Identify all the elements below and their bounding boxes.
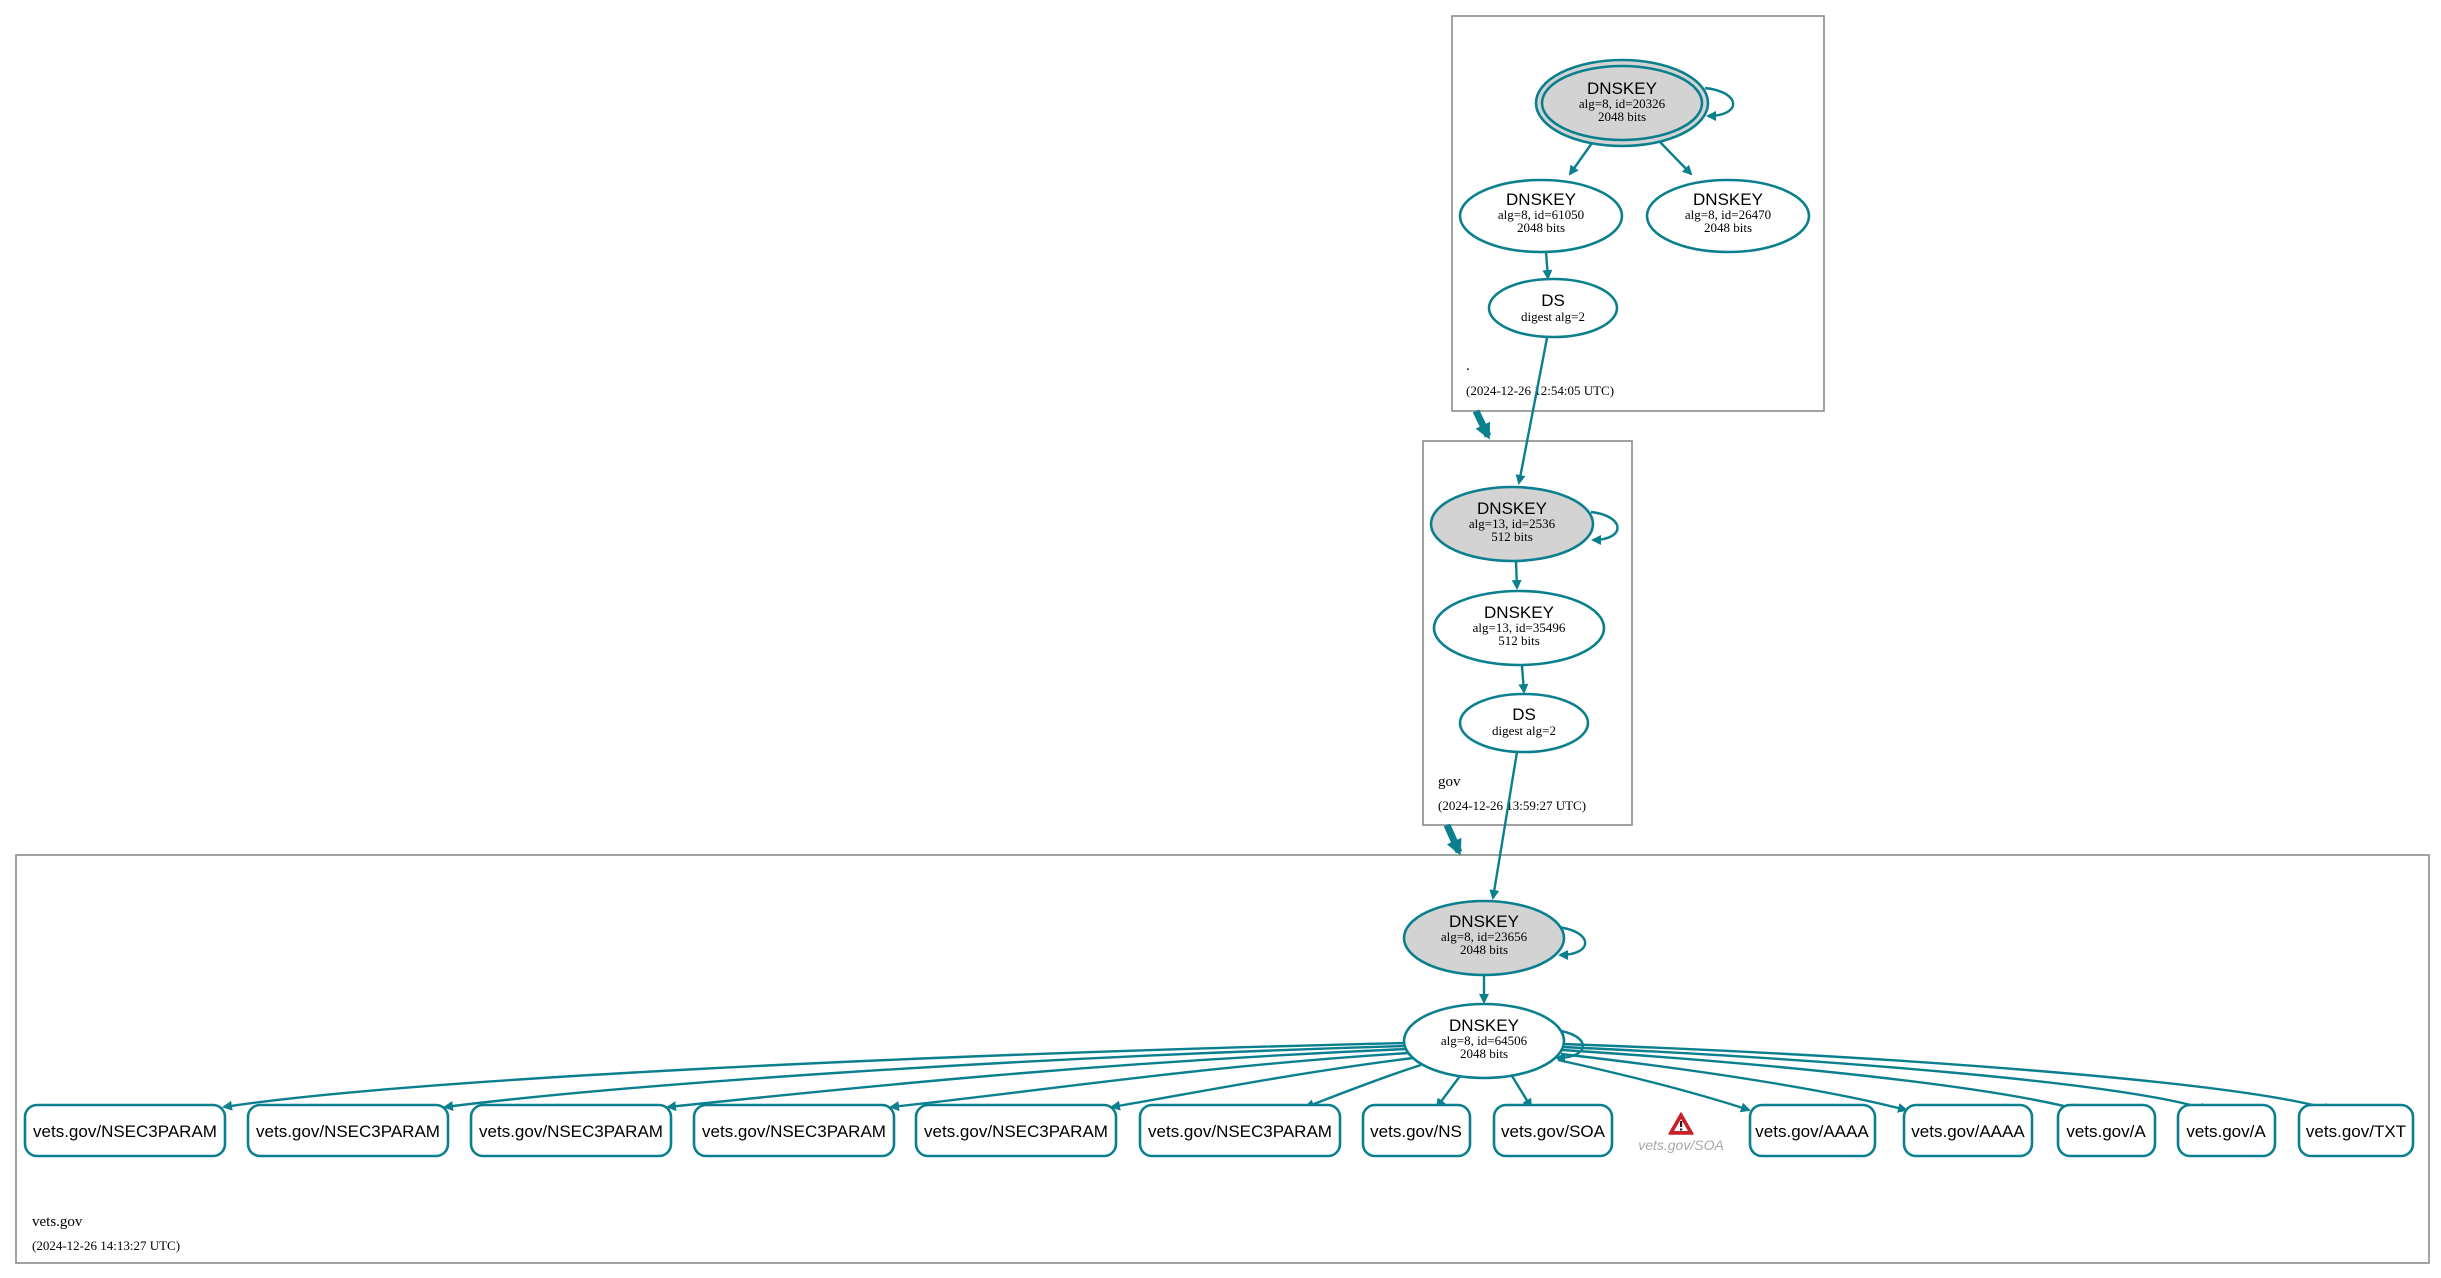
node-vets-ksk[interactable]: DNSKEY alg=8, id=23656 2048 bits xyxy=(1402,899,1566,977)
edge-zsk-rrset-12 xyxy=(1561,1045,2210,1113)
edge-zsk-rrset-11 xyxy=(1561,1048,2082,1113)
node-vets-ksk-line2: 2048 bits xyxy=(1460,942,1508,957)
node-root-ksk-title: DNSKEY xyxy=(1587,79,1657,98)
edge-zsk-rrset-7 xyxy=(1435,1075,1461,1109)
rrset-node[interactable]: vets.gov/AAAA xyxy=(1748,1103,1877,1158)
edge-gov-ds-vets-ksk xyxy=(1489,751,1519,900)
zone-vets-gov-timestamp: (2024-12-26 14:13:27 UTC) xyxy=(32,1238,180,1253)
rrset-label: vets.gov/NSEC3PARAM xyxy=(479,1122,663,1141)
node-root-zsk2-line1: alg=8, id=26470 xyxy=(1685,207,1771,222)
node-gov-zsk-line2: 512 bits xyxy=(1498,633,1540,648)
rrset-node[interactable]: vets.gov/NSEC3PARAM xyxy=(1138,1103,1342,1158)
edge-root-ksk-zsk2 xyxy=(1659,141,1693,176)
rrset-warning-node[interactable]: vets.gov/SOA xyxy=(1638,1112,1724,1153)
node-root-zsk-26470[interactable]: DNSKEY alg=8, id=26470 2048 bits xyxy=(1645,178,1811,254)
rrset-node[interactable]: vets.gov/AAAA xyxy=(1902,1103,2034,1158)
edge-gov-ksk-zsk xyxy=(1511,561,1522,590)
edge-zsk-rrset-8 xyxy=(1510,1075,1533,1109)
rrset-node[interactable]: vets.gov/NSEC3PARAM xyxy=(246,1103,450,1158)
edge-root-ds-gov-ksk xyxy=(1515,337,1549,485)
rrset-label: vets.gov/NSEC3PARAM xyxy=(33,1122,217,1141)
node-vets-ksk-line1: alg=8, id=23656 xyxy=(1441,929,1528,944)
rrset-node[interactable]: vets.gov/SOA xyxy=(1492,1103,1614,1158)
node-root-ds-title: DS xyxy=(1541,291,1565,310)
node-root-zsk2-line2: 2048 bits xyxy=(1704,220,1752,235)
delegation-arrow-root-gov xyxy=(1472,409,1492,440)
node-vets-zsk-title: DNSKEY xyxy=(1449,1016,1519,1035)
zone-root-label: . xyxy=(1466,358,1470,374)
edge-zsk-rrset-9 xyxy=(1557,1058,1751,1113)
node-gov-zsk-title: DNSKEY xyxy=(1484,603,1554,622)
node-root-zsk1-title: DNSKEY xyxy=(1506,190,1576,209)
node-root-ds[interactable]: DS digest alg=2 xyxy=(1487,277,1619,339)
node-root-ksk[interactable]: DNSKEY alg=8, id=20326 2048 bits xyxy=(1534,58,1710,148)
node-gov-zsk[interactable]: DNSKEY alg=13, id=35496 512 bits xyxy=(1432,589,1606,667)
rrset-label: vets.gov/AAAA xyxy=(1755,1122,1869,1141)
edge-zsk-rrset-5 xyxy=(1110,1056,1414,1111)
edge-zsk-rrset-10 xyxy=(1560,1052,1908,1113)
node-gov-ksk-title: DNSKEY xyxy=(1477,499,1547,518)
node-root-ksk-line1: alg=8, id=20326 xyxy=(1579,96,1666,111)
delegation-arrow-gov-vets xyxy=(1443,823,1463,856)
rrset-node[interactable]: vets.gov/NS xyxy=(1361,1103,1472,1158)
rrset-label: vets.gov/NSEC3PARAM xyxy=(1148,1122,1332,1141)
rrset-label: vets.gov/TXT xyxy=(2306,1122,2406,1141)
node-root-zsk-61050[interactable]: DNSKEY alg=8, id=61050 2048 bits xyxy=(1458,178,1624,254)
node-gov-zsk-line1: alg=13, id=35496 xyxy=(1473,620,1566,635)
node-gov-ds-title: DS xyxy=(1512,705,1536,724)
node-gov-ksk[interactable]: DNSKEY alg=13, id=2536 512 bits xyxy=(1429,485,1595,563)
node-root-ds-line1: digest alg=2 xyxy=(1521,309,1585,324)
node-gov-ds-line1: digest alg=2 xyxy=(1492,723,1556,738)
node-root-zsk1-line2: 2048 bits xyxy=(1517,220,1565,235)
edge-gov-zsk-ds xyxy=(1518,665,1529,694)
edge-root-ksk-self xyxy=(1704,86,1735,121)
node-vets-zsk-line1: alg=8, id=64506 xyxy=(1441,1033,1528,1048)
rrset-label: vets.gov/NSEC3PARAM xyxy=(702,1122,886,1141)
edge-zsk-rrset-4 xyxy=(889,1051,1410,1112)
node-gov-ksk-line2: 512 bits xyxy=(1491,529,1533,544)
node-gov-ksk-line1: alg=13, id=2536 xyxy=(1469,516,1556,531)
rrset-label: vets.gov/NS xyxy=(1370,1122,1462,1141)
node-vets-zsk[interactable]: DNSKEY alg=8, id=64506 2048 bits xyxy=(1402,1002,1566,1080)
rrset-label: vets.gov/A xyxy=(2186,1122,2266,1141)
zone-root-timestamp: (2024-12-26 12:54:05 UTC) xyxy=(1466,383,1614,398)
rrset-node[interactable]: vets.gov/A xyxy=(2056,1103,2157,1158)
edge-zsk-rrset-13 xyxy=(1561,1042,2334,1113)
edge-zsk-rrset-2 xyxy=(443,1044,1406,1111)
rrset-label: vets.gov/SOA xyxy=(1501,1122,1606,1141)
rrset-node[interactable]: vets.gov/NSEC3PARAM xyxy=(469,1103,673,1158)
edge-zsk-rrset-6 xyxy=(1304,1063,1422,1109)
edge-zsk-rrset-1 xyxy=(222,1041,1406,1111)
rrset-node[interactable]: vets.gov/TXT xyxy=(2297,1103,2415,1158)
edge-vets-ksk-self xyxy=(1556,925,1587,960)
node-vets-zsk-line2: 2048 bits xyxy=(1460,1046,1508,1061)
edge-gov-ksk-self xyxy=(1590,510,1619,545)
rrset-node[interactable]: vets.gov/A xyxy=(2176,1103,2277,1158)
edge-root-zsk1-ds xyxy=(1542,251,1553,280)
node-gov-ds[interactable]: DS digest alg=2 xyxy=(1458,692,1590,754)
rrset-warning-label: vets.gov/SOA xyxy=(1638,1137,1724,1153)
node-root-zsk1-line1: alg=8, id=61050 xyxy=(1498,207,1584,222)
rrset-node[interactable]: vets.gov/NSEC3PARAM xyxy=(692,1103,896,1158)
zone-gov-label: gov xyxy=(1438,774,1461,790)
edge-zsk-rrset-3 xyxy=(666,1047,1408,1112)
rrset-node[interactable]: vets.gov/NSEC3PARAM xyxy=(914,1103,1118,1158)
node-vets-ksk-title: DNSKEY xyxy=(1449,912,1519,931)
rrset-label: vets.gov/AAAA xyxy=(1911,1122,2025,1141)
zone-vets-gov-label: vets.gov xyxy=(32,1214,83,1230)
rrset-label: vets.gov/NSEC3PARAM xyxy=(924,1122,1108,1141)
rrset-node[interactable]: vets.gov/NSEC3PARAM xyxy=(23,1103,227,1158)
edge-root-ksk-zsk1 xyxy=(1568,142,1593,176)
node-root-ksk-line2: 2048 bits xyxy=(1598,109,1646,124)
zone-gov-timestamp: (2024-12-26 13:59:27 UTC) xyxy=(1438,798,1586,813)
rrset-label: vets.gov/NSEC3PARAM xyxy=(256,1122,440,1141)
rrset-label: vets.gov/A xyxy=(2066,1122,2146,1141)
warning-triangle-icon xyxy=(1668,1112,1694,1135)
node-root-zsk2-title: DNSKEY xyxy=(1693,190,1763,209)
